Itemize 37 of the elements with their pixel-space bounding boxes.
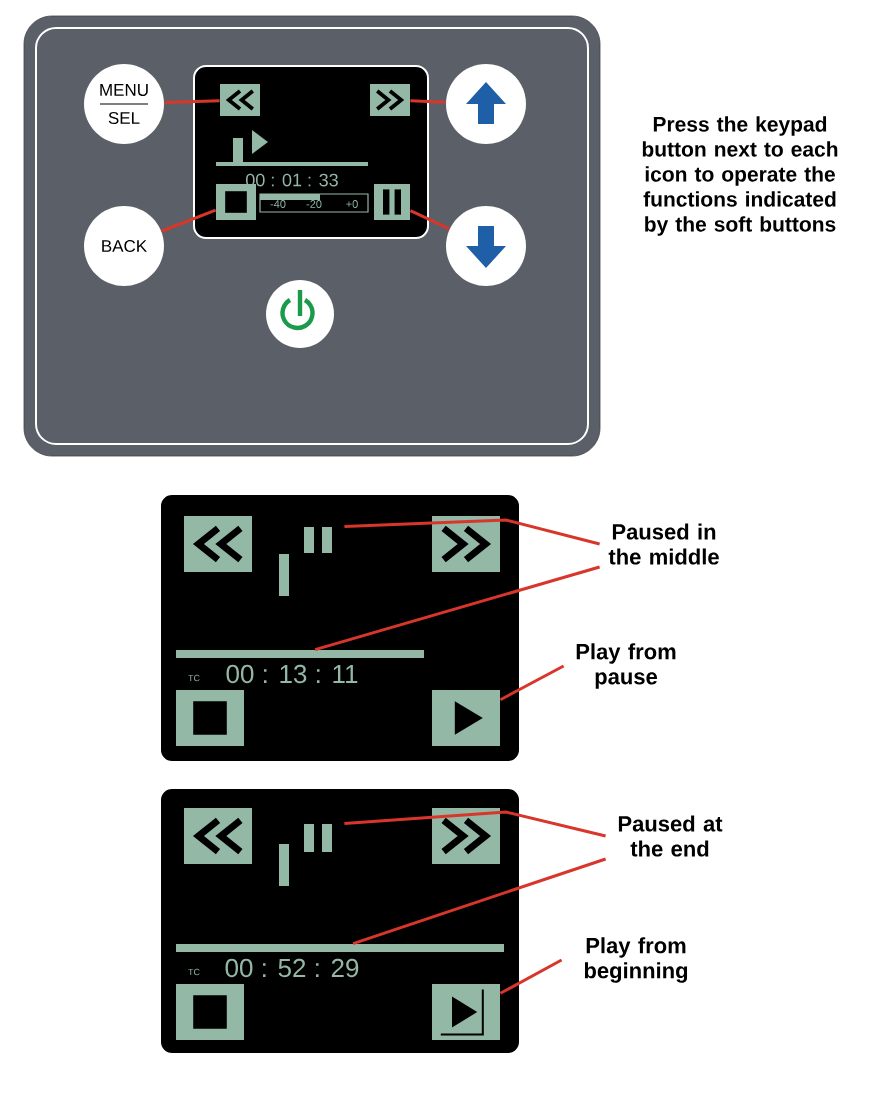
leader-line [344, 810, 606, 838]
soft-button [220, 84, 260, 116]
callout-text: Paused at the end [618, 815, 723, 857]
leader-line [161, 208, 217, 233]
soft-button [184, 516, 252, 572]
callout-text: Play from beginning [584, 937, 688, 983]
keypad-button: BACK [84, 206, 164, 286]
soft-button [184, 808, 252, 864]
callout-text: Paused in the middle [608, 523, 719, 565]
leader-line [352, 857, 607, 946]
soft-button [374, 184, 410, 220]
soft-button [176, 984, 244, 1040]
soft-button [216, 184, 256, 220]
instruction-text: Press the keypad button next to each icon to operate the functions indicated by the soft buttons [642, 116, 838, 236]
leader-line [499, 958, 563, 995]
leader-line [499, 664, 565, 702]
soft-button [176, 690, 244, 746]
timecode: 00 : 13 : 11 [226, 664, 358, 684]
leader-line [344, 518, 600, 546]
keypad-button: MENU SEL [84, 64, 164, 144]
soft-button [432, 984, 500, 1040]
leader-line [164, 99, 220, 105]
pause-icon [304, 527, 332, 553]
leader-line [409, 209, 451, 231]
soft-button [432, 690, 500, 746]
progress-bar [176, 650, 424, 658]
progress-bar [176, 944, 504, 952]
callout-text: Play from pause [576, 643, 676, 689]
timecode: 00 : 52 : 29 [225, 958, 359, 978]
keypad-button [446, 64, 526, 144]
pause-icon [304, 824, 332, 852]
soft-button [370, 84, 410, 116]
leader-line [410, 99, 446, 104]
leader-line [314, 565, 600, 652]
keypad-button [446, 206, 526, 286]
soft-button [432, 808, 500, 864]
soft-button [432, 516, 500, 572]
